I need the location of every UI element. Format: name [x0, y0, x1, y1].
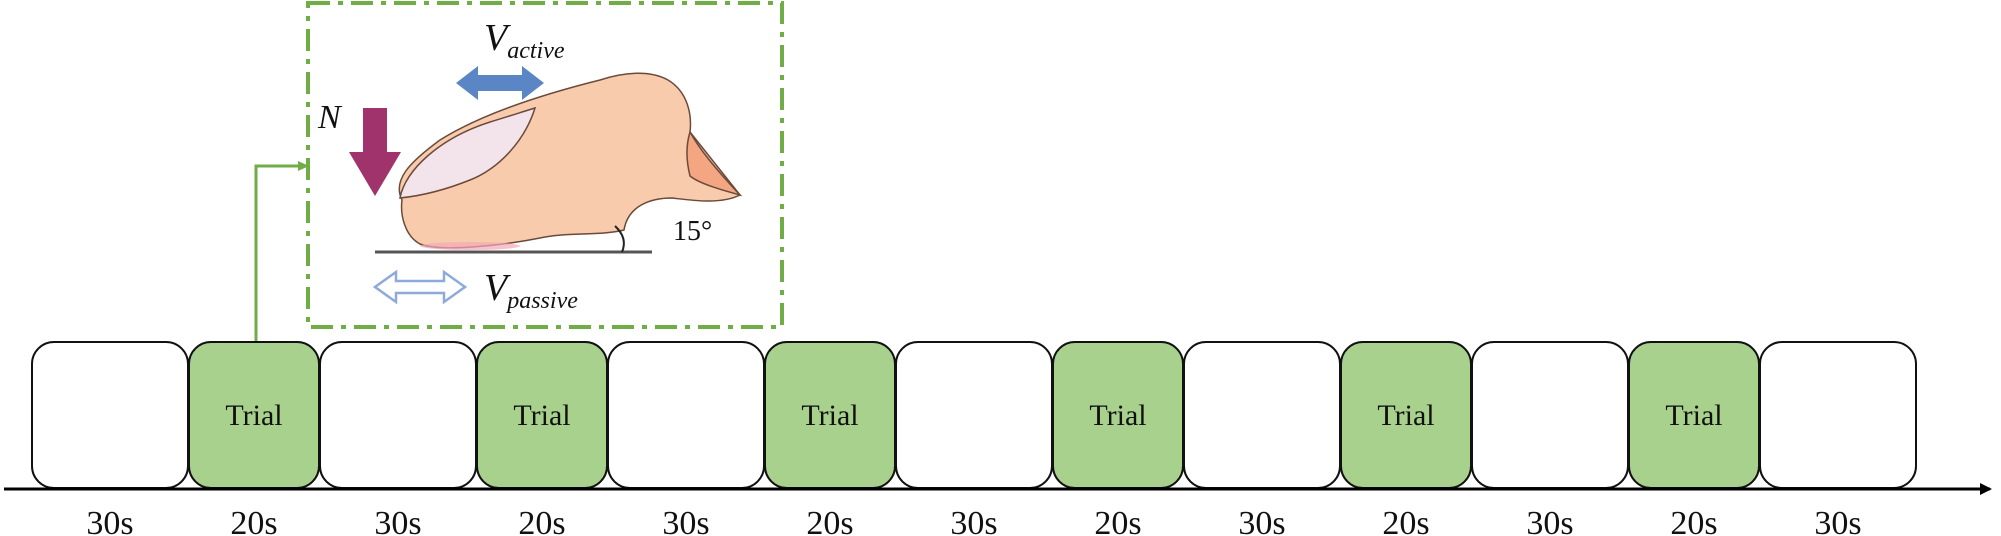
- block-sequence: Trial Trial Trial Trial Trial Trial: [31, 341, 1917, 489]
- active-velocity-arrow: [456, 66, 544, 100]
- block-box: [1183, 341, 1341, 489]
- duration-label: 20s: [806, 505, 853, 536]
- block-box: [319, 341, 477, 489]
- duration-label: 20s: [1670, 505, 1717, 536]
- trial-block: Trial: [1340, 341, 1472, 489]
- angle-label: 15°: [673, 216, 712, 247]
- trial-block: Trial: [1052, 341, 1184, 489]
- block-box: [1471, 341, 1629, 489]
- svg-text:Vpassive: Vpassive: [484, 267, 578, 314]
- duration-label: 30s: [1238, 505, 1285, 536]
- duration-labels: 30s 20s 30s 20s 30s 20s 30s 20s 30s 20s 30s 20s 30s: [86, 505, 1861, 536]
- block-box: [31, 341, 189, 489]
- block-label: Trial: [1665, 399, 1722, 432]
- rest-block: [1183, 341, 1341, 489]
- block-box: [895, 341, 1053, 489]
- block-box: [607, 341, 765, 489]
- block-label: Trial: [1377, 399, 1434, 432]
- block-label: Trial: [225, 399, 282, 432]
- duration-label: 20s: [230, 505, 277, 536]
- duration-label: 20s: [1382, 505, 1429, 536]
- rest-block: [1759, 341, 1917, 489]
- trial-block: Trial: [1628, 341, 1760, 489]
- passive-velocity-label: Vpassive: [484, 267, 578, 314]
- fingernail: [686, 130, 743, 197]
- rest-block: [319, 341, 477, 489]
- block-label: Trial: [801, 399, 858, 432]
- contact-area: [420, 242, 520, 250]
- rest-block: [895, 341, 1053, 489]
- rest-block: [1471, 341, 1629, 489]
- trial-to-inset-connector: [254, 161, 309, 342]
- active-velocity-label: Vactive: [484, 17, 565, 64]
- trial-block: Trial: [764, 341, 896, 489]
- rest-block: [607, 341, 765, 489]
- duration-label: 30s: [662, 505, 709, 536]
- duration-label: 30s: [1814, 505, 1861, 536]
- passive-velocity-arrow: [372, 269, 468, 305]
- finger-pad: [399, 106, 537, 199]
- duration-label: 20s: [518, 505, 565, 536]
- trial-block: Trial: [188, 341, 320, 489]
- duration-label: 30s: [950, 505, 997, 536]
- normal-force-label: N: [317, 99, 343, 136]
- duration-label: 20s: [1094, 505, 1141, 536]
- duration-label: 30s: [86, 505, 133, 536]
- finger-inset: 15° N Vactive Vpassive: [306, 1, 784, 329]
- normal-force-arrow: [349, 108, 401, 196]
- duration-label: 30s: [1526, 505, 1573, 536]
- trial-block: Trial: [476, 341, 608, 489]
- duration-label: 30s: [374, 505, 421, 536]
- block-box: [1759, 341, 1917, 489]
- block-label: Trial: [1089, 399, 1146, 432]
- svg-text:Vactive: Vactive: [484, 17, 565, 64]
- angle-arc: [614, 225, 625, 253]
- block-label: Trial: [513, 399, 570, 432]
- rest-block: [31, 341, 189, 489]
